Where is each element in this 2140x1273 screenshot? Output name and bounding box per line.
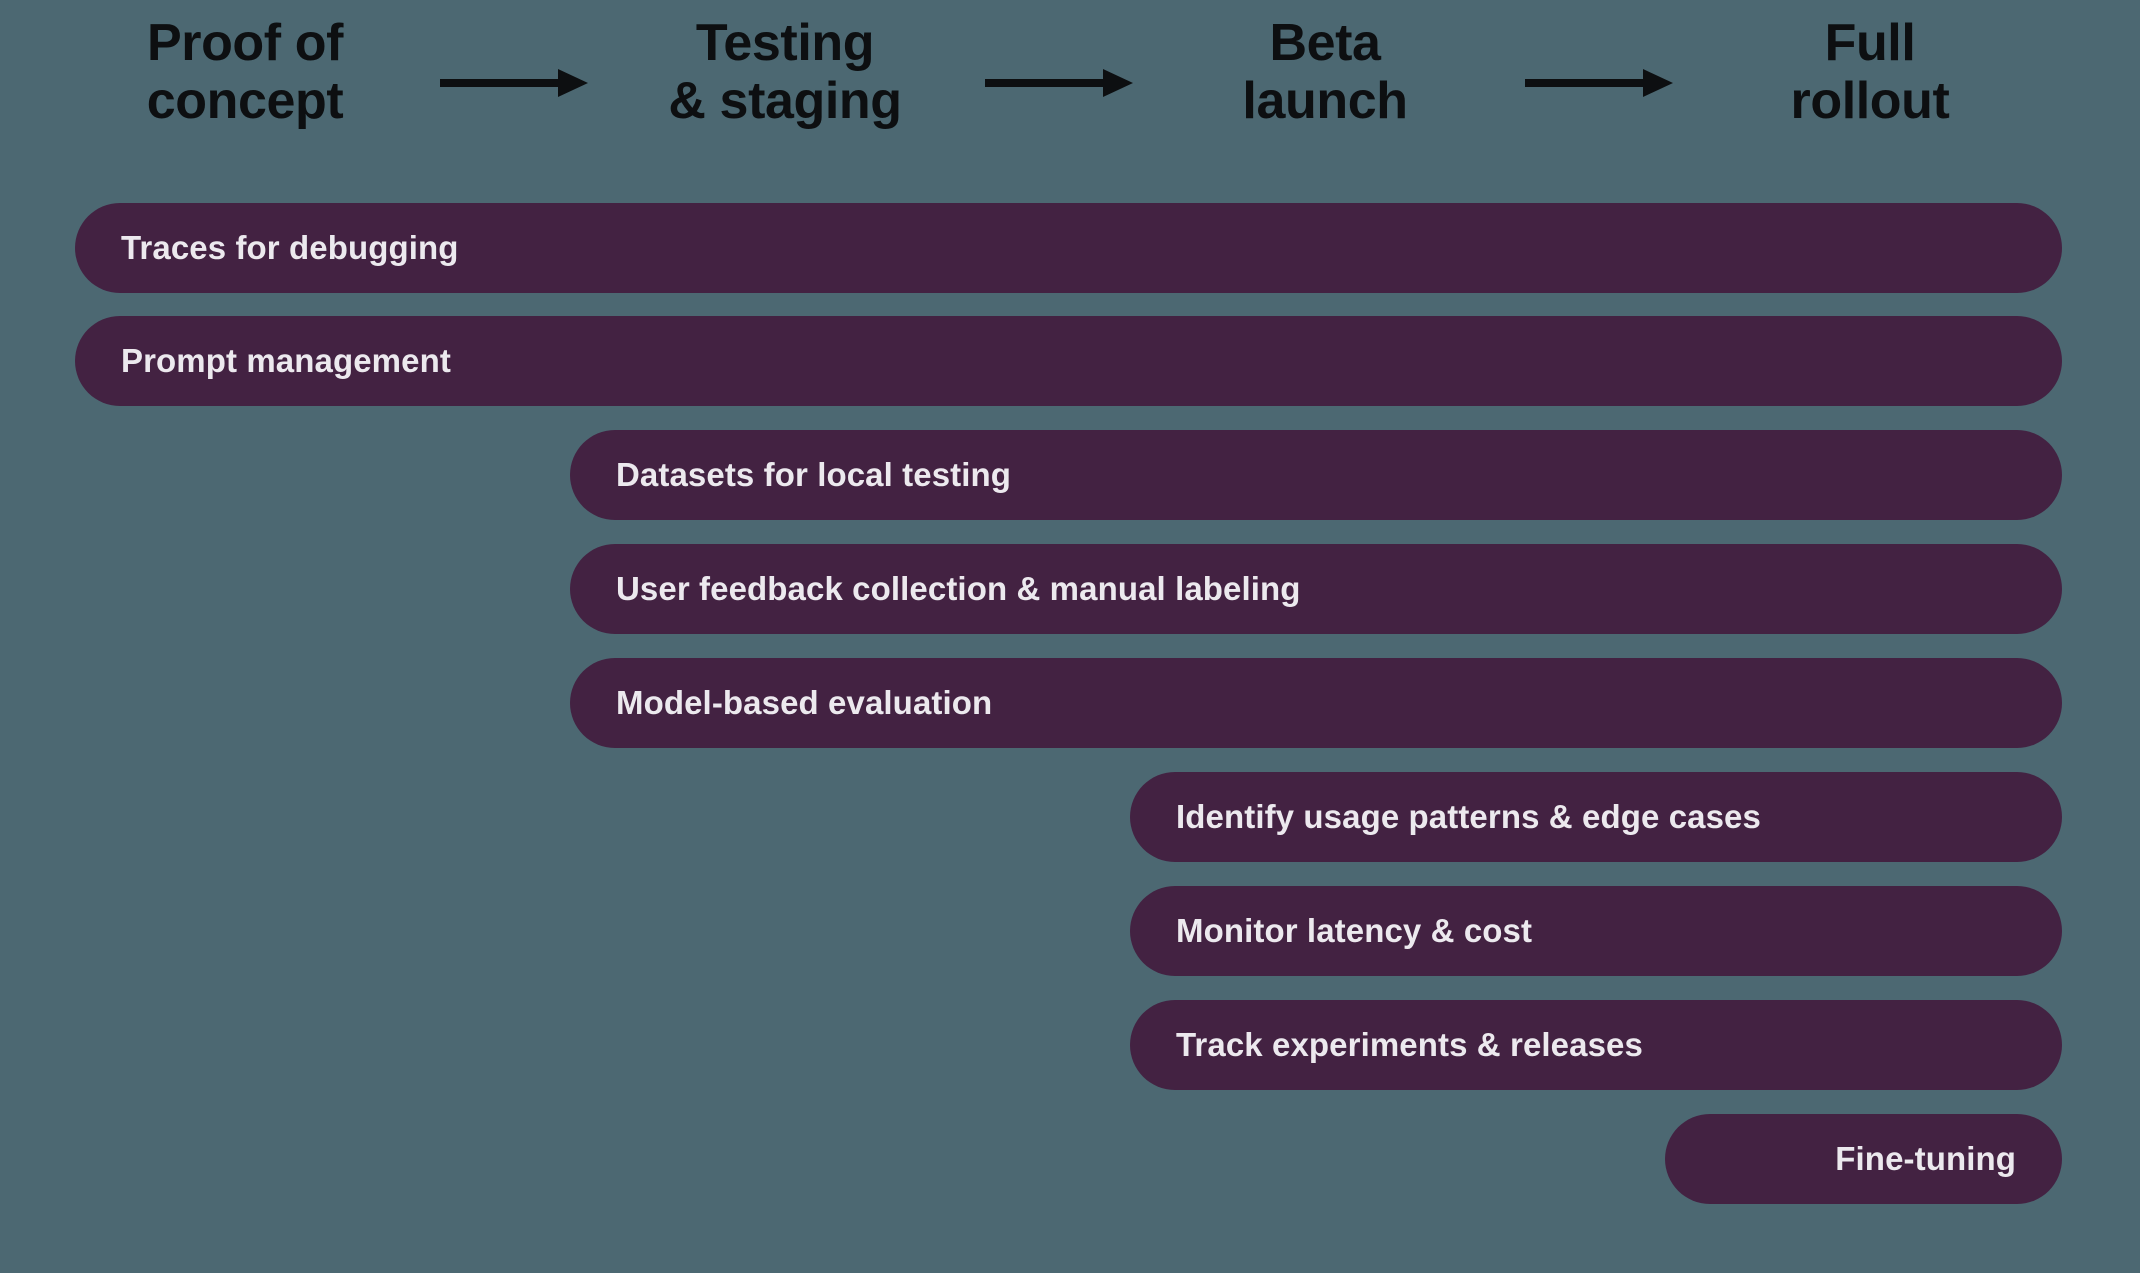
capability-bar-label: Prompt management — [121, 342, 451, 379]
capability-bar-label: Datasets for local testing — [616, 456, 1012, 493]
arrow-right-icon — [440, 66, 588, 100]
stage-label-full-rollout: Full rollout — [1790, 14, 1950, 131]
stage-label-proof-of-concept: Proof of concept — [146, 14, 344, 131]
capability-bar[interactable]: Monitor latency & cost — [1130, 886, 2062, 976]
arrow-right-icon — [1525, 66, 1673, 100]
capability-bar-label: Identify usage patterns & edge cases — [1176, 798, 1761, 835]
capability-bar-label: Model-based evaluation — [616, 684, 993, 721]
capability-bar[interactable]: Identify usage patterns & edge cases — [1130, 772, 2062, 862]
capability-bar[interactable]: User feedback collection & manual labeli… — [570, 544, 2062, 634]
capability-bar[interactable]: Traces for debugging — [75, 203, 2062, 293]
capability-bar-label: Fine-tuning — [1835, 1140, 2016, 1177]
capability-bar[interactable]: Prompt management — [75, 316, 2062, 406]
capability-bar-label: Traces for debugging — [121, 229, 459, 266]
arrow-right-icon — [985, 66, 1133, 100]
capability-bar-label: Monitor latency & cost — [1176, 912, 1533, 949]
capability-bar[interactable]: Datasets for local testing — [570, 430, 2062, 520]
capability-bar[interactable]: Fine-tuning — [1665, 1114, 2062, 1204]
capability-bar[interactable]: Track experiments & releases — [1130, 1000, 2062, 1090]
stage-label-beta-launch: Beta launch — [1242, 14, 1408, 131]
capability-bar-label: Track experiments & releases — [1176, 1026, 1643, 1063]
capability-bar[interactable]: Model-based evaluation — [570, 658, 2062, 748]
stage-header-row: Proof of concept Testing & staging Beta … — [0, 0, 2140, 165]
stage-label-testing-and-staging: Testing & staging — [668, 14, 902, 131]
capability-bar-label: User feedback collection & manual labeli… — [616, 570, 1301, 607]
